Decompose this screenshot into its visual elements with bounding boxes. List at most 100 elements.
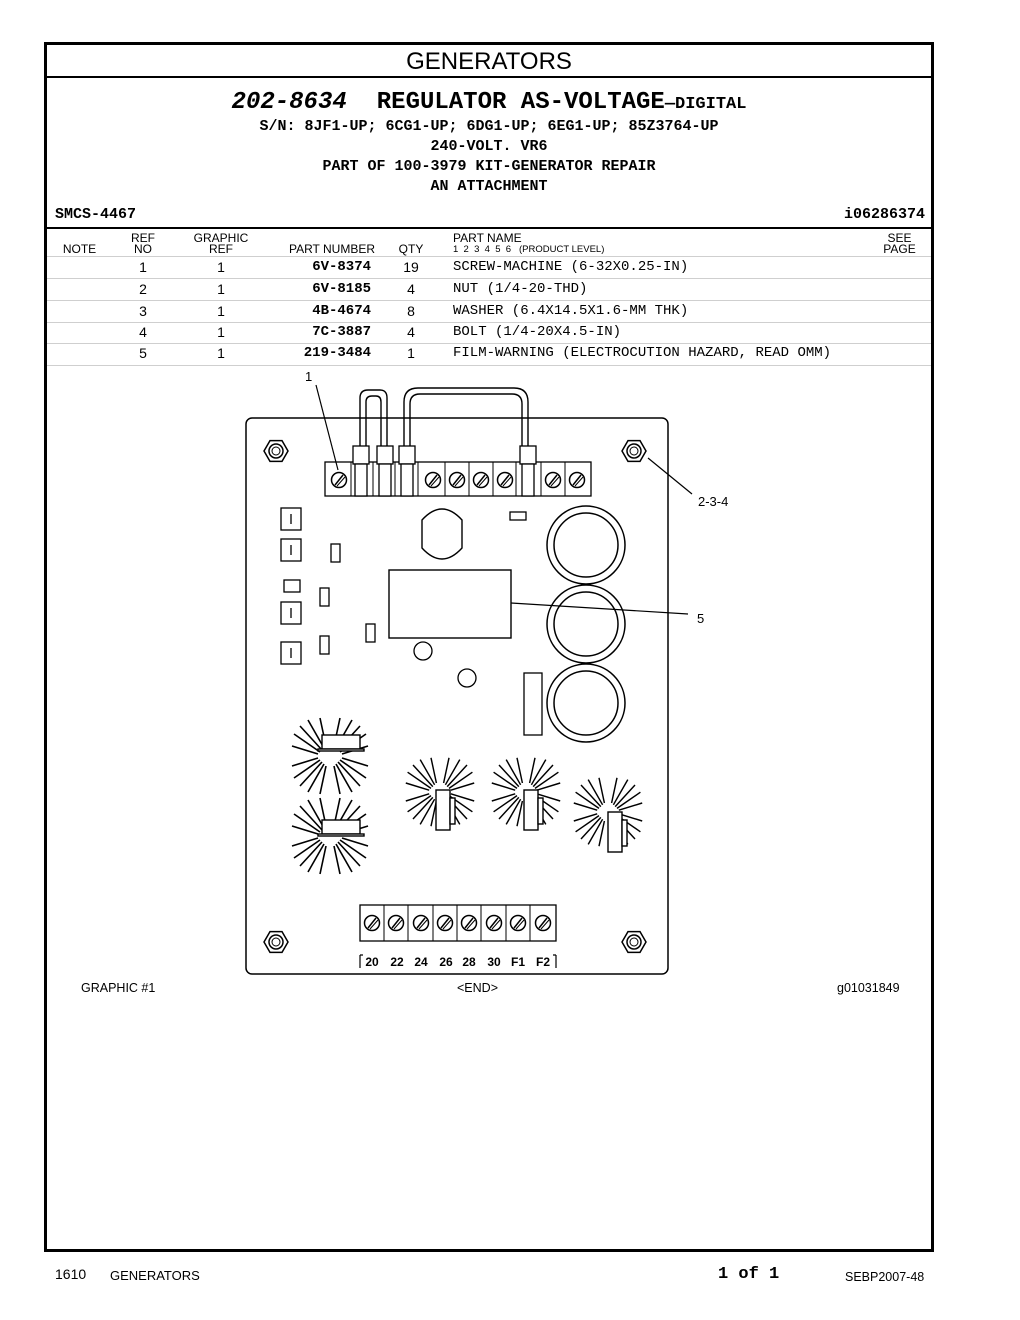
row-qty: 19	[403, 259, 419, 275]
header-part-name: PART NAME	[453, 231, 522, 245]
screw-icon	[496, 471, 514, 489]
row-part-name: SCREW-MACHINE (6-32X0.25-IN)	[453, 259, 689, 275]
row-graphic-ref: 1	[217, 303, 225, 319]
header-ref-no-2: NO	[134, 242, 152, 256]
row-graphic-ref: 1	[217, 324, 225, 340]
row-rule	[47, 300, 931, 301]
row-part-name: BOLT (1/4-20X4.5-IN)	[453, 324, 622, 340]
coils	[546, 505, 626, 743]
callout-1: 1	[305, 369, 312, 384]
row-qty: 1	[407, 345, 415, 361]
part-heading: 202-8634 REGULATOR AS-VOLTAGE—DIGITAL	[47, 89, 931, 116]
row-part-name: WASHER (6.4X14.5X1.6-MM THK)	[453, 303, 689, 319]
illustration-id: i06286374	[843, 206, 925, 223]
nut-icon	[263, 930, 289, 954]
callout-5: 5	[697, 611, 704, 626]
row-part-name: NUT (1/4-20-THD)	[453, 281, 588, 297]
footer-page-of: 1 of 1	[718, 1265, 780, 1284]
screw-icon	[460, 914, 478, 932]
transistors	[317, 734, 628, 853]
top-terminal-strip	[324, 461, 592, 497]
header-qty: QTY	[398, 242, 424, 256]
row-graphic-ref: 1	[217, 281, 225, 297]
terminal-label: 26	[439, 955, 453, 969]
header-graphic-ref-2: REF	[209, 242, 233, 256]
terminal-label: 24	[414, 955, 428, 969]
footer-publication: SEBP2007-48	[845, 1270, 925, 1284]
screw-icon	[448, 471, 466, 489]
jumper-lugs	[352, 445, 537, 497]
row-rule	[47, 343, 931, 344]
heading-line-3: PART OF 100-3979 KIT-GENERATOR REPAIR	[322, 158, 656, 175]
row-qty: 4	[407, 281, 415, 297]
row-ref-no: 1	[139, 259, 147, 275]
graphic-id: g01031849	[837, 981, 900, 995]
capacitor	[421, 508, 463, 560]
row-graphic-ref: 1	[217, 345, 225, 361]
jumper-wires	[359, 387, 529, 446]
header-see-page-2: PAGE	[883, 242, 916, 256]
serial-numbers: S/N: 8JF1-UP; 6CG1-UP; 6DG1-UP; 6EG1-UP;…	[259, 118, 719, 135]
callout-2-3-4: 2-3-4	[698, 494, 728, 509]
bottom-terminal-strip	[359, 904, 557, 968]
screw-icon	[436, 914, 454, 932]
screw-icon	[509, 914, 527, 932]
screw-icon	[485, 914, 503, 932]
terminal-label: 20	[365, 955, 379, 969]
heading-line-4: AN ATTACHMENT	[430, 178, 548, 195]
terminal-label: 22	[390, 955, 404, 969]
row-part-name: FILM-WARNING (ELECTROCUTION HAZARD, READ…	[453, 345, 832, 361]
footer-section: GENERATORS	[110, 1268, 200, 1283]
row-ref-no: 5	[139, 345, 147, 361]
screw-icon	[534, 914, 552, 932]
terminal-label: F2	[536, 955, 550, 969]
screw-icon	[330, 471, 348, 489]
screw-icon	[472, 471, 490, 489]
row-rule	[47, 365, 931, 366]
section-title: GENERATORS	[47, 45, 931, 78]
row-part-number: 7C-3887	[312, 324, 371, 340]
row-part-number: 219-3484	[303, 345, 371, 361]
screw-icon	[544, 471, 562, 489]
heading-part-number: 202-8634	[231, 89, 347, 116]
screw-icon	[387, 914, 405, 932]
page-frame: GENERATORS 202-8634 REGULATOR AS-VOLTAGE—…	[44, 42, 934, 1252]
table-top-rule	[47, 227, 931, 229]
row-graphic-ref: 1	[217, 259, 225, 275]
nut-icon	[263, 439, 289, 463]
smcs-code: SMCS-4467	[55, 206, 137, 223]
heading-part-name: REGULATOR AS-VOLTAGE	[376, 89, 665, 116]
header-see-page-1: SEE	[887, 231, 912, 245]
heading-part-name-suffix: —DIGITAL	[664, 95, 747, 114]
nut-icon	[621, 930, 647, 954]
header-graphic-ref-1: GRAPHIC	[193, 231, 249, 245]
row-part-number: 4B-4674	[312, 303, 371, 319]
row-rule	[47, 278, 931, 279]
end-label: <END>	[457, 981, 498, 995]
row-ref-no: 4	[139, 324, 147, 340]
heading-line-2: 240-VOLT. VR6	[430, 138, 548, 155]
header-note: NOTE	[62, 242, 97, 256]
row-part-number: 6V-8374	[312, 259, 371, 275]
row-qty: 8	[407, 303, 415, 319]
terminal-label: 28	[462, 955, 476, 969]
header-ref-no-1: REF	[131, 231, 155, 245]
callout-lines	[315, 384, 693, 615]
footer-page-number: 1610	[55, 1266, 87, 1282]
row-part-number: 6V-8185	[312, 281, 371, 297]
left-components	[280, 507, 543, 736]
row-rule	[47, 322, 931, 323]
terminal-label: F1	[511, 955, 525, 969]
header-product-level: 1 2 3 4 5 6 (PRODUCT LEVEL)	[453, 244, 605, 255]
warning-film	[388, 569, 512, 639]
screw-icon	[363, 914, 381, 932]
row-ref-no: 3	[139, 303, 147, 319]
row-ref-no: 2	[139, 281, 147, 297]
nut-icon	[621, 439, 647, 463]
header-part-number: PART NUMBER	[288, 242, 375, 256]
screw-icon	[412, 914, 430, 932]
terminal-label: 30	[487, 955, 501, 969]
row-qty: 4	[407, 324, 415, 340]
header-rule	[47, 256, 931, 257]
